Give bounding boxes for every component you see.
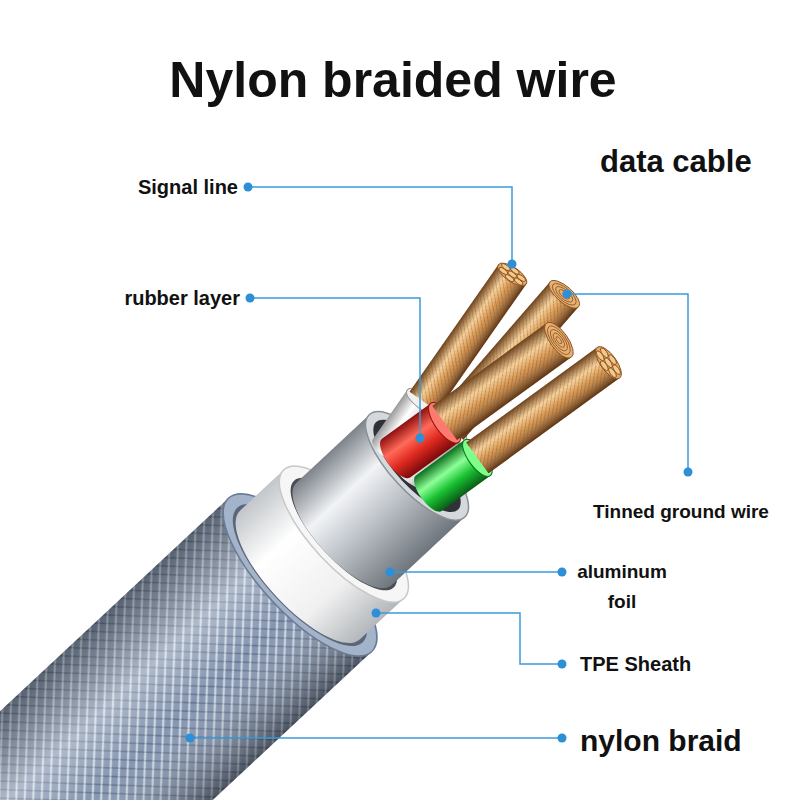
strand-ring — [558, 288, 571, 301]
title-text: Nylon braided wire — [169, 51, 616, 109]
leader-line — [376, 613, 562, 664]
copper-conductor — [466, 347, 619, 473]
face-disc — [539, 318, 578, 362]
strand-ring — [543, 322, 574, 357]
strand — [607, 367, 618, 379]
strand-ring — [547, 327, 570, 354]
leader-dot — [416, 434, 425, 443]
leader-dot — [372, 609, 381, 618]
leader-line — [248, 187, 512, 264]
leader-line — [390, 571, 562, 573]
leader-dot — [244, 183, 253, 192]
leader-dot — [246, 294, 255, 303]
leader-dot — [558, 734, 567, 743]
part-label: rubber layer — [124, 287, 240, 310]
copper-shading — [466, 347, 619, 473]
leader-dot — [186, 734, 195, 743]
green-core — [409, 340, 628, 516]
leader-dot — [386, 568, 395, 577]
conductor-face — [494, 259, 530, 290]
leader-line — [250, 298, 420, 438]
strand — [599, 347, 610, 359]
leader-dot — [508, 260, 517, 269]
strand — [607, 354, 618, 366]
subtitle-label: data cable — [600, 144, 752, 180]
part-label: nylon braid — [580, 724, 742, 758]
strand — [504, 274, 515, 283]
cable-body — [0, 229, 660, 800]
conductor-face — [591, 343, 626, 383]
leader-dot — [684, 468, 693, 477]
face-disc — [591, 343, 626, 383]
strand — [513, 277, 524, 286]
leader-dot — [563, 290, 572, 299]
strand-ring — [551, 331, 567, 349]
leader-dot — [558, 660, 567, 669]
leader-dots — [186, 183, 693, 743]
strand-ring — [555, 336, 563, 345]
face-disc — [494, 259, 530, 290]
part-label: Tinned ground wire — [593, 501, 769, 523]
leader-dot — [558, 568, 567, 577]
conductor-face — [539, 318, 578, 362]
leader-line — [190, 737, 562, 739]
copper-strands — [466, 347, 619, 473]
part-label: Signal line — [138, 176, 238, 199]
leader-line — [567, 294, 688, 472]
strand — [599, 360, 610, 372]
part-label: aluminum foil — [570, 557, 674, 617]
part-label: TPE Sheath — [580, 653, 691, 676]
